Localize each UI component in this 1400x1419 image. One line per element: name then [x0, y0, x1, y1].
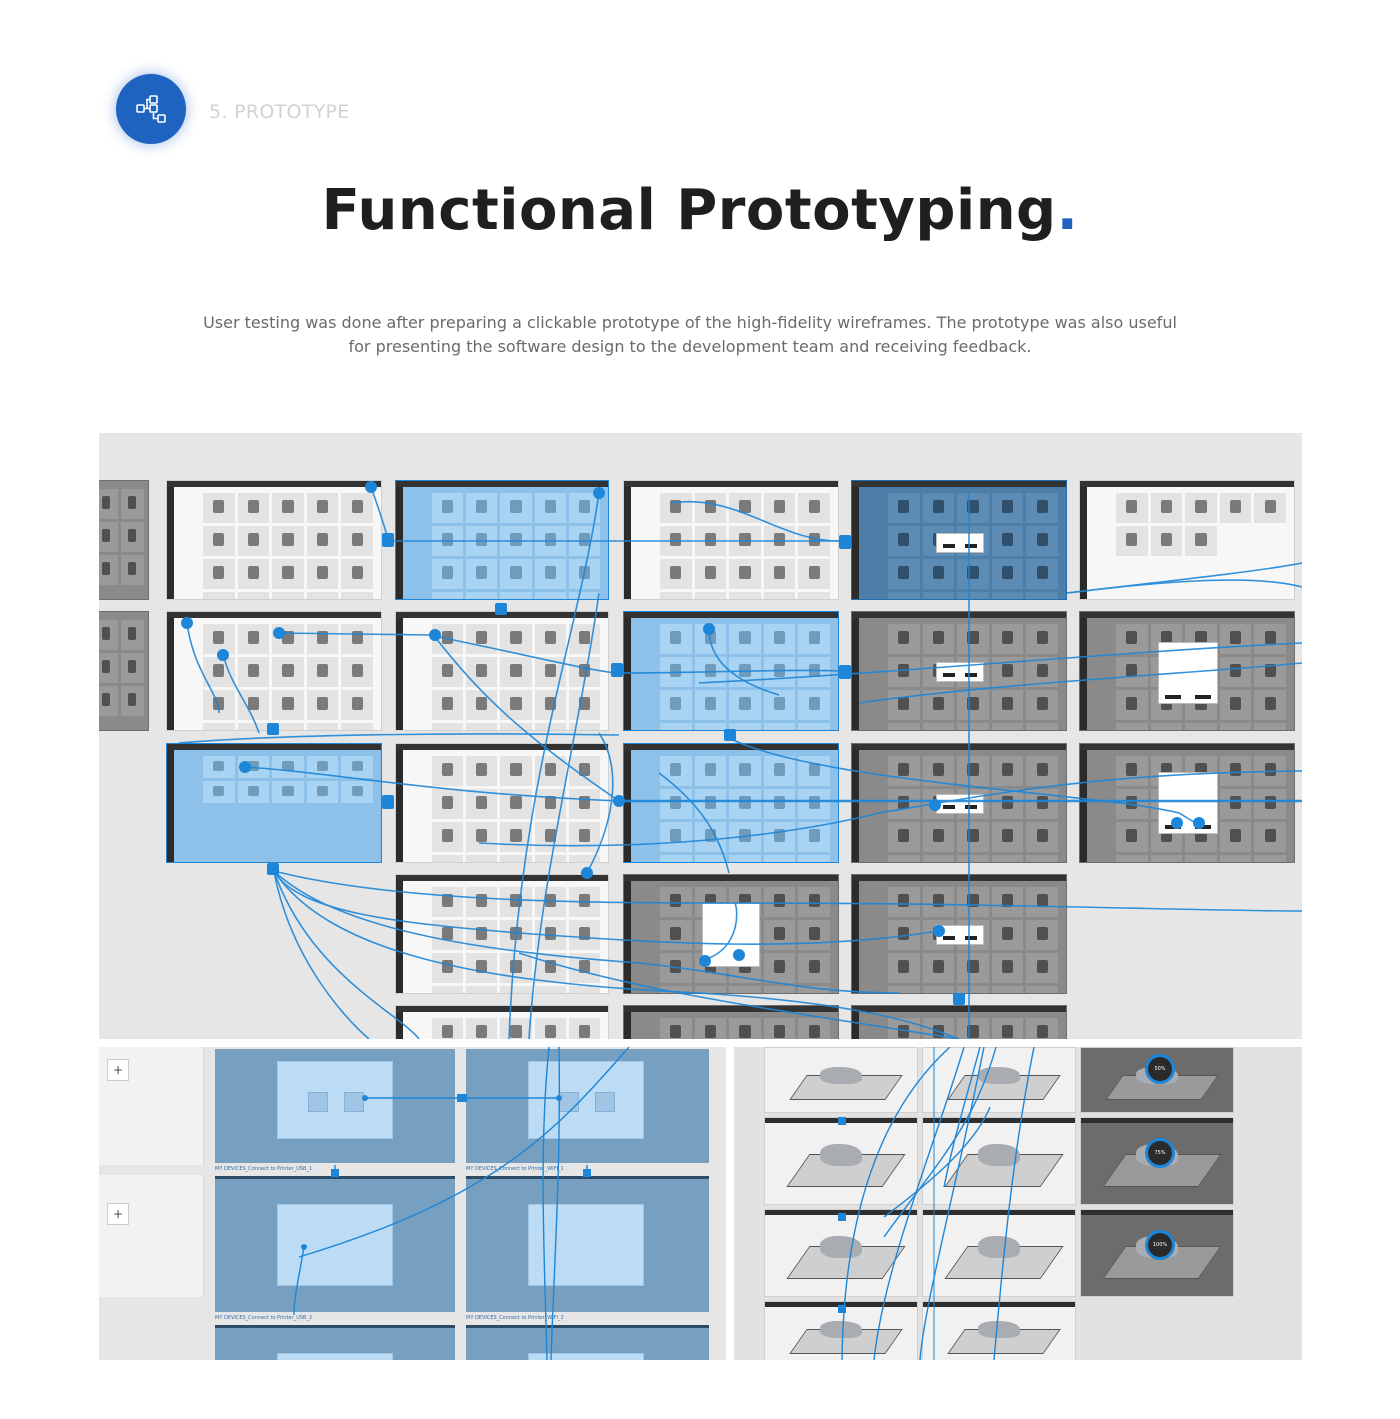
print-screen: 50% — [1080, 1047, 1234, 1113]
wireframe-screen — [851, 1005, 1067, 1039]
wireframe-screen — [99, 611, 149, 731]
print-screen — [764, 1117, 918, 1205]
wireframe-screen — [395, 874, 609, 994]
progress-ring: 75% — [1145, 1138, 1175, 1168]
print-screen: 100% — [1080, 1209, 1234, 1297]
print-screen — [764, 1047, 918, 1113]
wireframe-screen-active — [166, 743, 382, 863]
wireframe-screen — [1079, 611, 1295, 731]
device-screen — [466, 1049, 709, 1163]
wireframe-screen — [851, 611, 1067, 731]
wireframe-screen — [851, 874, 1067, 994]
device-screen — [215, 1176, 455, 1312]
wireframe-screen-active — [395, 480, 609, 600]
prototype-flow-canvas — [99, 433, 1302, 1039]
side-panel: + — [99, 1175, 204, 1297]
wireframe-screen — [395, 743, 609, 863]
wireframe-screen — [623, 874, 839, 994]
wireframe-screen — [851, 743, 1067, 863]
print-progress-flow: 50% 75% 100% — [734, 1047, 1302, 1360]
print-screen — [764, 1301, 918, 1360]
wireframe-screen-active — [623, 743, 839, 863]
screen-caption: MY DEVICES_Connect to Printer_WIFI_2 — [466, 1315, 564, 1321]
wireframe-screen — [166, 480, 382, 600]
device-screen — [466, 1176, 709, 1312]
device-screen — [466, 1325, 709, 1360]
wireframe-screen — [166, 611, 382, 731]
device-connection-flow: + + MY DEVICES_Connect to Printer_USB_1 … — [99, 1047, 726, 1360]
side-panel: + — [99, 1047, 204, 1165]
add-icon: + — [107, 1059, 129, 1081]
wireframe-screen — [623, 480, 839, 600]
intro-paragraph: User testing was done after preparing a … — [203, 313, 1177, 356]
wireframe-screen — [395, 1005, 609, 1039]
flowchart-icon — [136, 95, 166, 123]
print-screen — [922, 1047, 1076, 1113]
screen-caption: MY DEVICES_Connect to Printer_USB_2 — [215, 1315, 313, 1321]
progress-ring: 100% — [1145, 1230, 1175, 1260]
title-text: Functional Prototyping — [321, 178, 1057, 243]
wireframe-screen — [1079, 480, 1295, 600]
wireframe-screen — [395, 611, 609, 731]
screen-caption: MY DEVICES_Connect to Printer_WIFI_1 — [466, 1166, 564, 1172]
wireframe-screen — [1079, 743, 1295, 863]
screen-caption: MY DEVICES_Connect to Printer_USB_1 — [215, 1166, 313, 1172]
page-title: Functional Prototyping. — [0, 178, 1400, 243]
section-label: 5. PROTOTYPE — [209, 101, 350, 123]
title-dot: . — [1056, 178, 1079, 243]
progress-ring: 50% — [1145, 1054, 1175, 1084]
device-screen — [215, 1325, 455, 1360]
wireframe-screen-active — [851, 480, 1067, 600]
section-badge — [116, 74, 186, 144]
print-screen — [764, 1209, 918, 1297]
print-screen — [922, 1209, 1076, 1297]
wireframe-screen — [99, 480, 149, 600]
device-screen — [215, 1049, 455, 1163]
print-screen — [922, 1301, 1076, 1360]
add-icon: + — [107, 1203, 129, 1225]
wireframe-screen-active — [623, 611, 839, 731]
print-screen — [922, 1117, 1076, 1205]
print-screen: 75% — [1080, 1117, 1234, 1205]
wireframe-screen — [623, 1005, 839, 1039]
